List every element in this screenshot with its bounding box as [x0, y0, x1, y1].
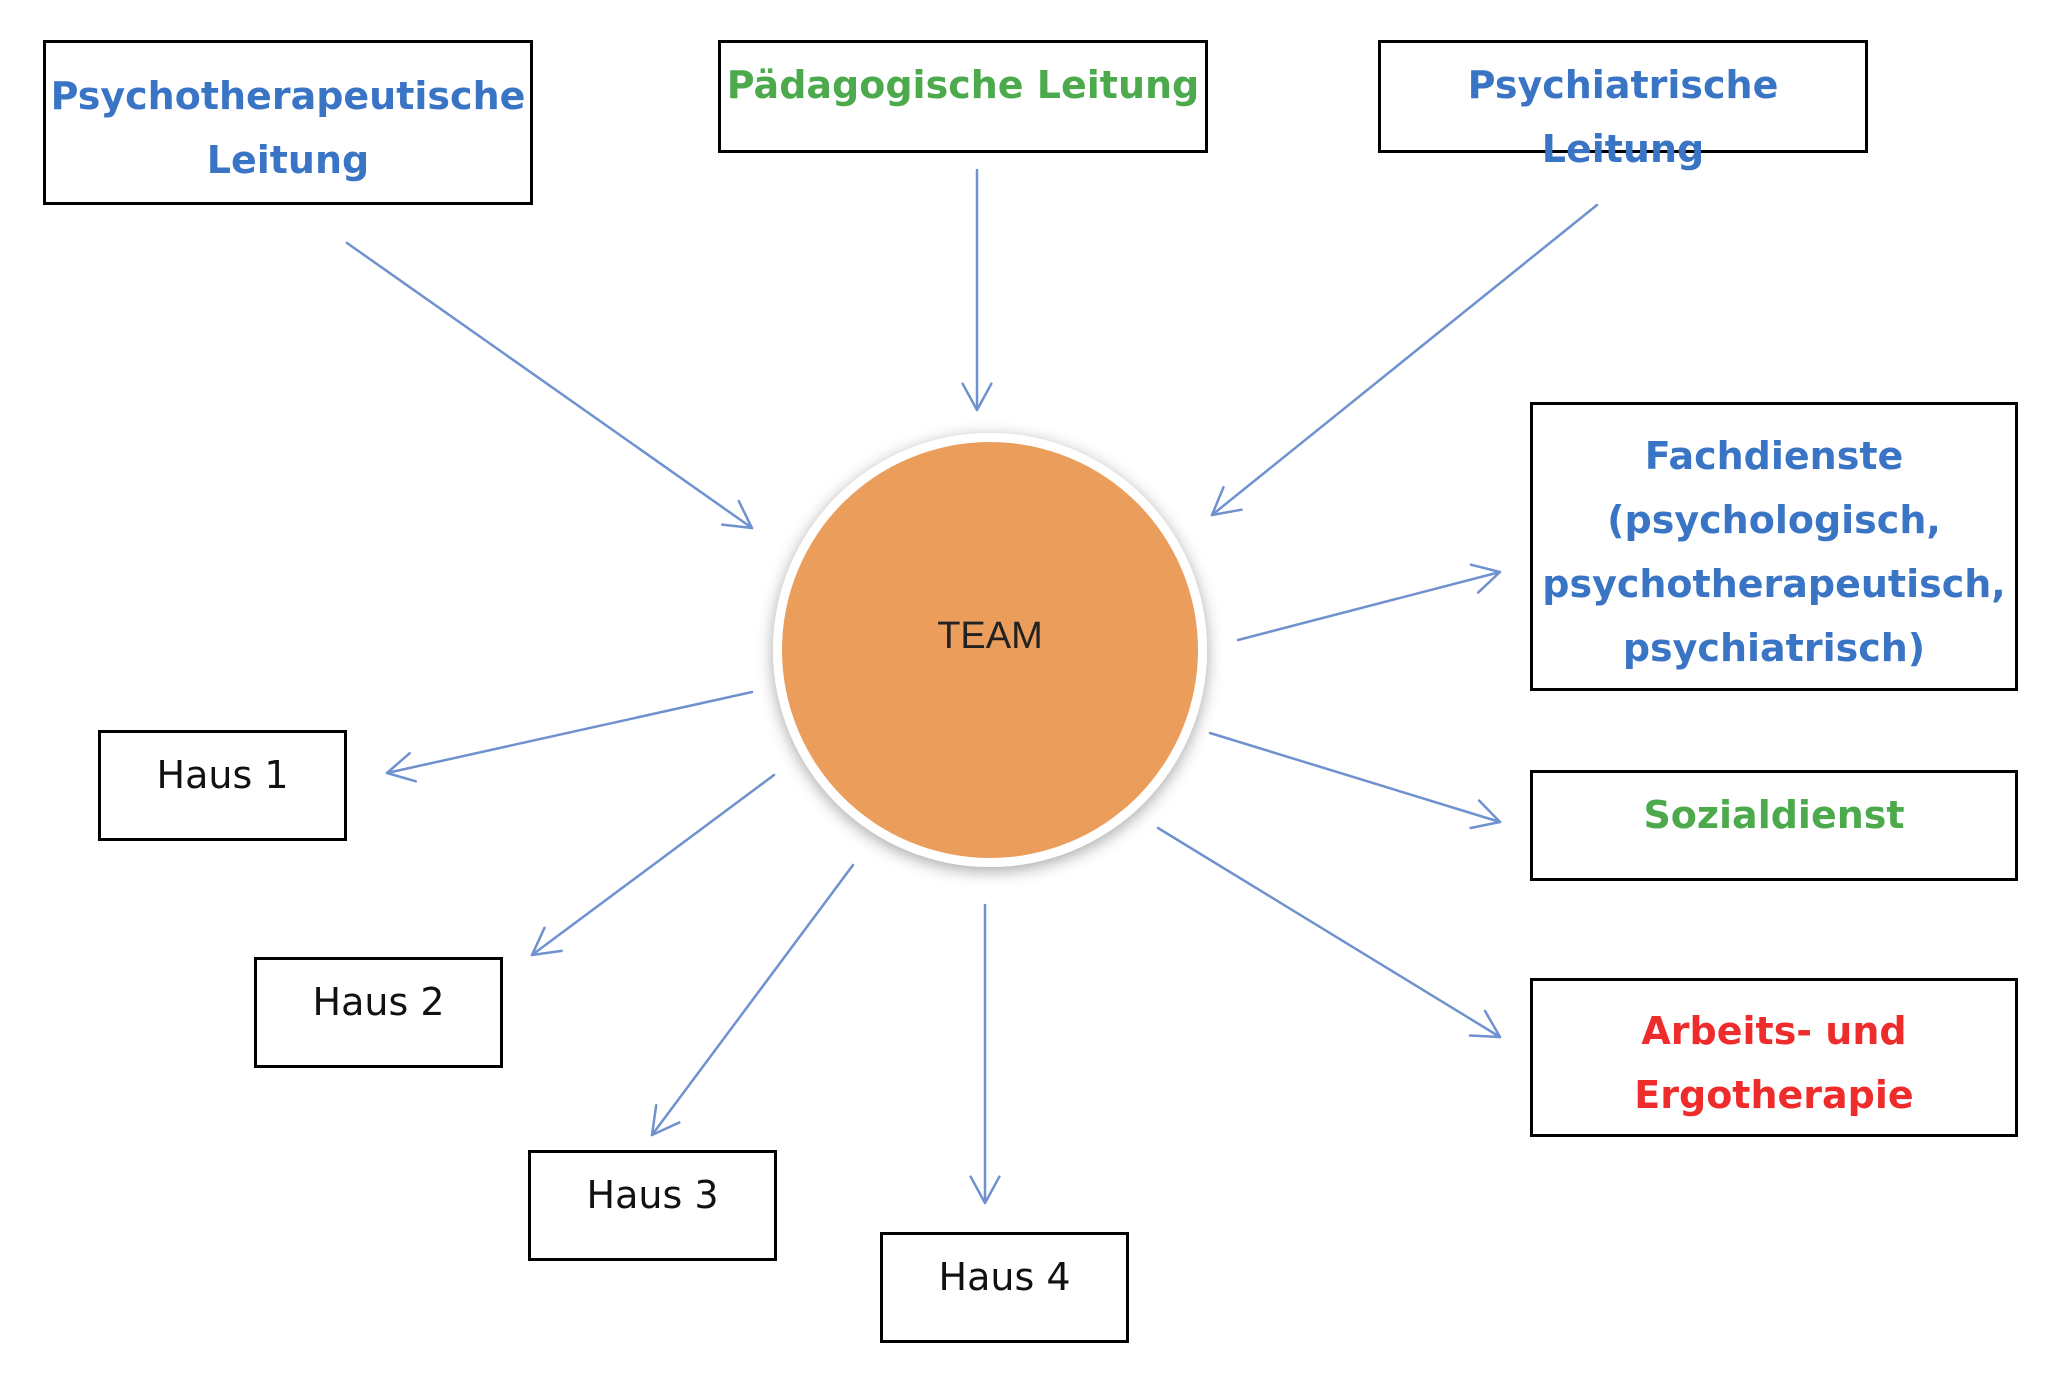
arrow-team-to-haus-3	[650, 863, 855, 1137]
arbeitstherapie-line1: Arbeits- und	[1641, 1008, 1907, 1053]
arrow-team-to-haus-1-head	[385, 752, 418, 783]
arrow-team-to-arbeitstherapie	[1156, 826, 1502, 1039]
haus-3-box: Haus 3	[528, 1150, 777, 1261]
haus-4-label: Haus 4	[938, 1255, 1071, 1299]
psychiatric-leadership-label: Psychiatrische Leitung	[1467, 63, 1779, 171]
arrow-team-to-sozialdienst-head	[1469, 799, 1502, 830]
arrow-psychiatric-to-team-head	[1210, 486, 1243, 517]
team-label: TEAM	[937, 615, 1043, 657]
arrow-team-to-fachdienste-head	[1469, 563, 1502, 594]
arrow-team-to-haus-2-head	[530, 926, 563, 957]
pedagogic-leadership-label: Pädagogische Leitung	[726, 63, 1200, 107]
haus-3-label: Haus 3	[586, 1173, 719, 1217]
arbeitstherapie-box: Arbeits- und Ergotherapie	[1530, 978, 2018, 1137]
arbeitstherapie-line2: Ergotherapie	[1634, 1072, 1914, 1117]
team-circle-fill	[782, 442, 1198, 858]
sozialdienst-box: Sozialdienst	[1530, 770, 2018, 881]
sozialdienst-label: Sozialdienst	[1643, 793, 1905, 837]
haus-2-label: Haus 2	[312, 980, 445, 1024]
fachdienste-box: Fachdienste (psychologisch, psychotherap…	[1530, 402, 2018, 691]
arrow-psychotherapeutic-to-team	[345, 241, 754, 530]
arrow-team-to-sozialdienst	[1208, 731, 1502, 824]
psychotherapeutic-leadership-line1: Psychotherapeutische	[50, 73, 526, 118]
arrow-pedagogic-to-team-head	[961, 382, 993, 412]
haus-4-box: Haus 4	[880, 1232, 1129, 1343]
pedagogic-leadership-box: Pädagogische Leitung	[718, 40, 1208, 153]
fachdienste-line3: psychotherapeutisch,	[1542, 561, 2006, 606]
haus-1-label: Haus 1	[156, 753, 289, 797]
haus-1-box: Haus 1	[98, 730, 347, 841]
arrow-team-to-haus-3-head	[650, 1104, 681, 1137]
psychotherapeutic-leadership-line2: Leitung	[206, 137, 370, 182]
arrow-team-to-haus-1	[385, 690, 754, 775]
arrow-team-to-arbeitstherapie-head	[1468, 1009, 1502, 1039]
arrow-team-to-haus-2	[530, 773, 776, 957]
fachdienste-line2: (psychologisch,	[1607, 497, 1941, 542]
psychiatric-leadership-box: Psychiatrische Leitung	[1378, 40, 1868, 171]
arrow-psychiatric-to-team	[1210, 203, 1599, 517]
arrow-psychotherapeutic-to-team-head	[720, 499, 754, 530]
psychotherapeutic-leadership-box: Psychotherapeutische Leitung	[43, 40, 533, 205]
arrow-team-to-fachdienste	[1236, 570, 1502, 642]
arrow-team-to-haus-4-head	[969, 1175, 1001, 1205]
fachdienste-line4: psychiatrisch)	[1622, 625, 1926, 670]
haus-2-box: Haus 2	[254, 957, 503, 1068]
fachdienste-line1: Fachdienste	[1644, 433, 1904, 478]
